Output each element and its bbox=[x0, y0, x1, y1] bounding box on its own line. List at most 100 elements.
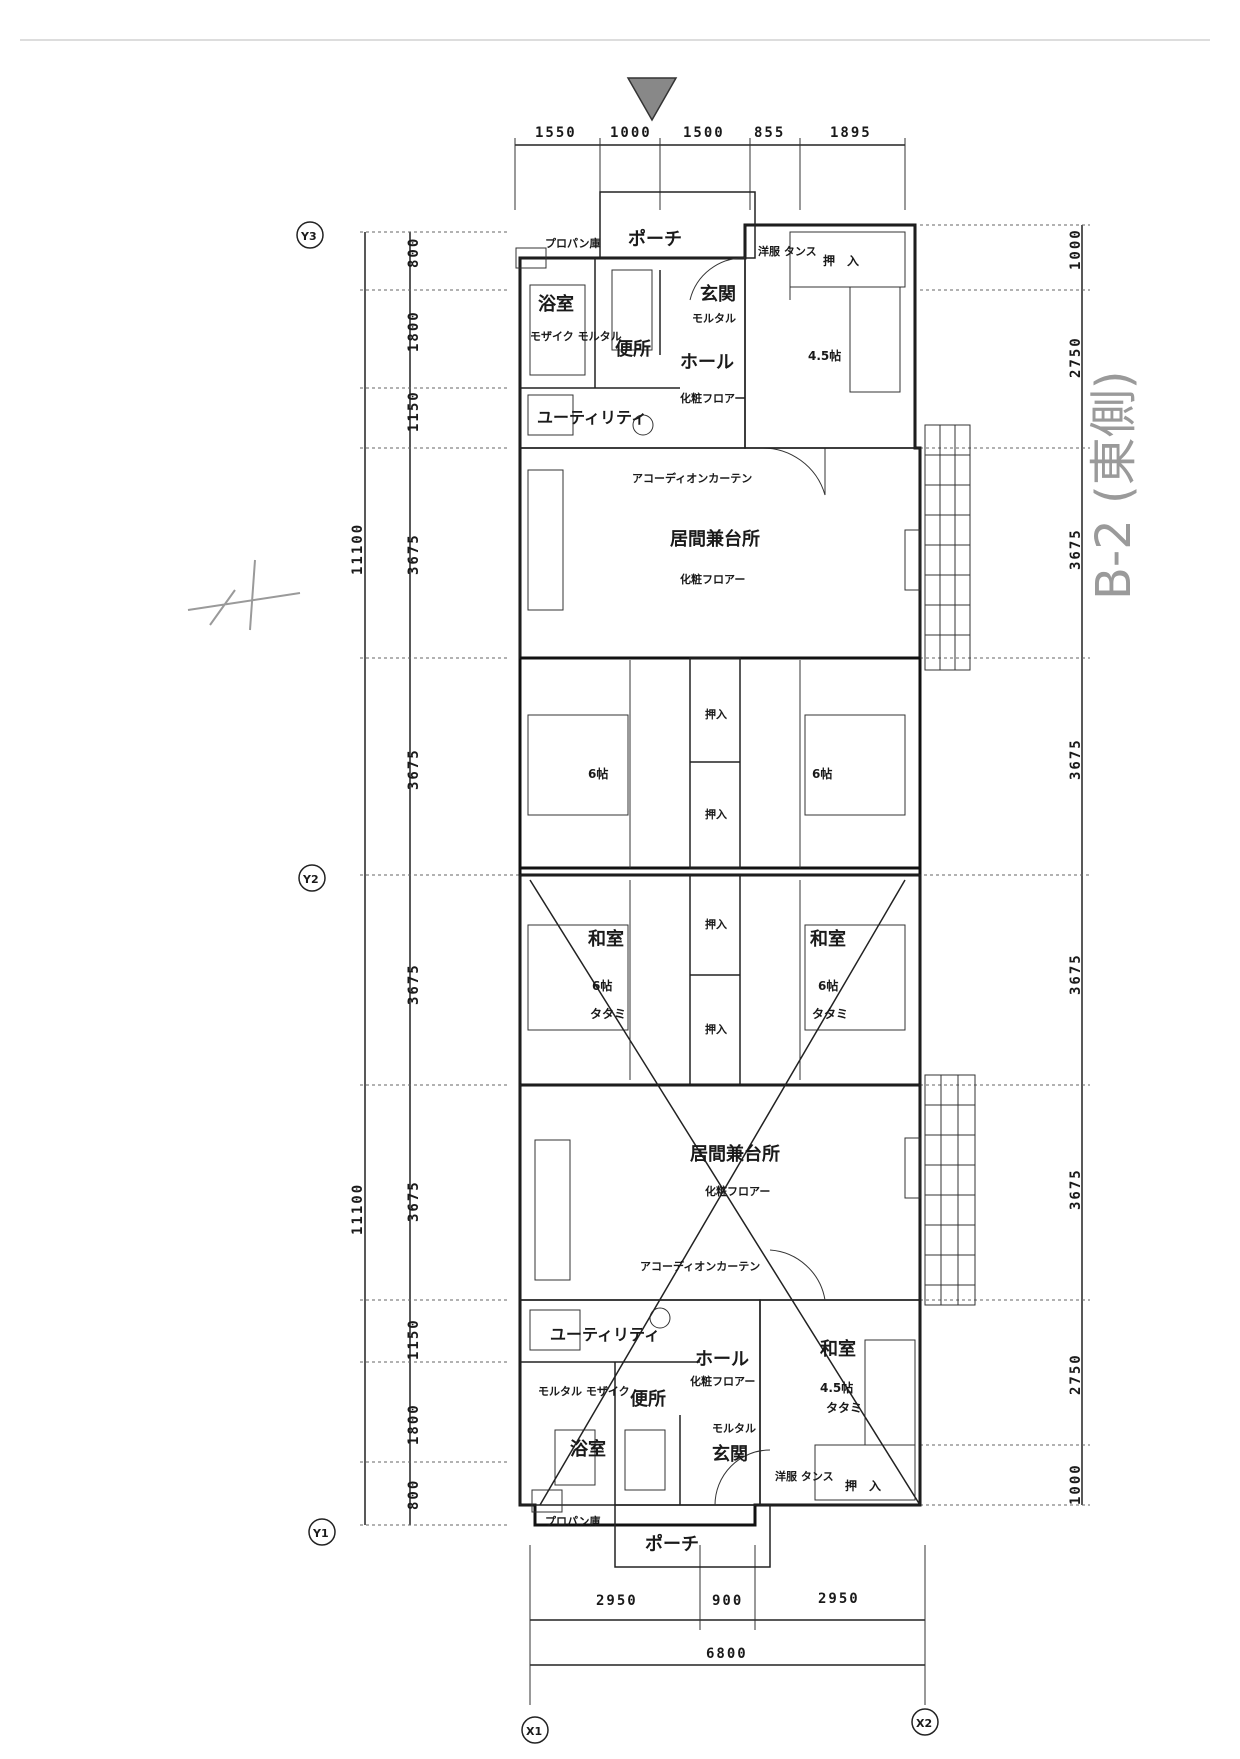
closet-label: 押 入 bbox=[845, 1478, 881, 1493]
toilet-label: 便所 bbox=[630, 1388, 666, 1410]
washitsu-right-floor: タタミ bbox=[812, 1007, 848, 1021]
axis-circle-icon bbox=[911, 1708, 939, 1736]
left-dimension: 1150 bbox=[406, 390, 422, 432]
handwriting: イ B-2 (東側) bbox=[0, 0, 1142, 631]
top-dimension: 1500 bbox=[683, 125, 725, 141]
washitsu45-size: 4.5帖 bbox=[820, 1380, 853, 1395]
left-dimension: 3675 bbox=[406, 748, 422, 790]
left-dimension: 1800 bbox=[406, 1403, 422, 1445]
closet-label: 押 入 bbox=[823, 253, 859, 268]
right-dimension: 1000 bbox=[1068, 228, 1084, 270]
right-dimension: 3675 bbox=[1068, 738, 1084, 780]
washitsu-left-label: 和室 bbox=[588, 928, 624, 950]
utility-label: ユーティリティ bbox=[537, 408, 647, 427]
living-label: 居間兼台所 bbox=[690, 1143, 780, 1165]
entrance-label: 玄関 bbox=[712, 1443, 748, 1465]
left-dimension: 3675 bbox=[406, 1180, 422, 1222]
dimension-grid bbox=[360, 138, 1090, 1705]
axis-circle-icon bbox=[296, 221, 324, 249]
bath-floor-label: モザイク モルタル bbox=[530, 330, 622, 343]
sheet-title: B-2 (東側) bbox=[1086, 370, 1142, 600]
hall-floor-label: 化粧フロアー bbox=[690, 1374, 755, 1388]
washitsu45-floor: タタミ bbox=[826, 1401, 862, 1415]
entrance-floor-label: モルタル bbox=[692, 312, 736, 325]
left-dimension: 3675 bbox=[406, 533, 422, 575]
porch-label: ポーチ bbox=[645, 1533, 699, 1555]
building-outline bbox=[515, 191, 976, 1568]
bottom-dimension-labels: 2950 900 2950 6800 bbox=[596, 1591, 860, 1662]
right-dimension: 3675 bbox=[1068, 953, 1084, 995]
closet-b-label: 押入 bbox=[705, 807, 727, 821]
right-dimension: 1000 bbox=[1068, 1463, 1084, 1505]
right-dimension: 3675 bbox=[1068, 528, 1084, 570]
axis-markers: Y3 Y2 Y1 X1 X2 bbox=[296, 221, 939, 1744]
closet-a-label: 押入 bbox=[705, 917, 727, 931]
washitsu45-label: 和室 bbox=[820, 1338, 856, 1360]
room45-label: 4.5帖 bbox=[808, 348, 841, 363]
wardrobe-label: 洋服 タンス bbox=[758, 244, 817, 258]
curtain-label: アコーディオンカーテン bbox=[640, 1259, 760, 1273]
bottom-total-dimension: 6800 bbox=[706, 1646, 748, 1662]
lower-unit-labels: 和室 6帖 タタミ 和室 6帖 タタミ 押入 押入 居間兼台所 化粧フロアー ア… bbox=[538, 917, 881, 1555]
top-dimension-labels: 1550 1000 1500 855 1895 bbox=[535, 125, 872, 141]
bottom-dimension: 2950 bbox=[596, 1593, 638, 1609]
right-dimension: 2750 bbox=[1068, 336, 1084, 378]
bath-label: 浴室 bbox=[570, 1438, 606, 1460]
closet-b-label: 押入 bbox=[705, 1022, 727, 1036]
washitsu-left-size: 6帖 bbox=[592, 978, 612, 993]
left-dimension: 800 bbox=[406, 1479, 422, 1510]
right-dimension: 2750 bbox=[1068, 1353, 1084, 1395]
left-total-dimension: 11100 bbox=[350, 523, 366, 575]
top-dimension: 1895 bbox=[830, 125, 872, 141]
porch-label: ポーチ bbox=[628, 228, 682, 250]
utility-label: ユーティリティ bbox=[550, 1325, 660, 1344]
top-dimension: 1550 bbox=[535, 125, 577, 141]
hall-label: ホール bbox=[680, 352, 734, 373]
axis-circle-icon bbox=[298, 864, 326, 892]
room6-right-label: 6帖 bbox=[812, 766, 832, 781]
entrance-floor-label: モルタル bbox=[712, 1422, 756, 1435]
right-dimension: 3675 bbox=[1068, 1168, 1084, 1210]
living-floor-label: 化粧フロアー bbox=[705, 1184, 770, 1198]
top-dimension: 855 bbox=[754, 125, 785, 141]
axis-label-y1: Y1 bbox=[312, 1527, 329, 1540]
bottom-dimension: 900 bbox=[712, 1593, 743, 1609]
curtain-label: アコーディオンカーテン bbox=[632, 471, 752, 485]
propane-label: プロパン庫 bbox=[545, 236, 601, 250]
toilet-label: 便所 bbox=[615, 338, 651, 360]
room6-left-label: 6帖 bbox=[588, 766, 608, 781]
axis-label-x2: X2 bbox=[916, 1717, 932, 1730]
entrance-label: 玄関 bbox=[700, 283, 736, 305]
upper-unit-labels: ポーチ プロパン庫 浴室 モザイク モルタル 便所 玄関 モルタル ホール 化粧… bbox=[530, 228, 859, 821]
living-floor-label: 化粧フロアー bbox=[680, 572, 745, 586]
top-dimension: 1000 bbox=[610, 125, 652, 141]
right-dimension-labels: 1000 2750 3675 3675 3675 3675 2750 1000 bbox=[1068, 228, 1084, 1505]
hall-floor-label: 化粧フロアー bbox=[680, 391, 745, 405]
handwritten-mark: イ bbox=[0, 0, 1, 1]
axis-label-y2: Y2 bbox=[302, 873, 319, 886]
axis-circle-icon bbox=[308, 1518, 336, 1546]
propane-label: プロパン庫 bbox=[545, 1514, 601, 1528]
washitsu-right-label: 和室 bbox=[810, 928, 846, 950]
left-dimension-labels: 800 1800 1150 3675 3675 3675 3675 1150 1… bbox=[350, 237, 422, 1510]
axis-label-y3: Y3 bbox=[300, 230, 317, 243]
axis-circle-icon bbox=[521, 1716, 549, 1744]
closet-a-label: 押入 bbox=[705, 707, 727, 721]
north-arrow-icon bbox=[626, 77, 678, 122]
left-dimension: 3675 bbox=[406, 963, 422, 1005]
washitsu-right-size: 6帖 bbox=[818, 978, 838, 993]
hall-label: ホール bbox=[695, 1349, 749, 1370]
living-label: 居間兼台所 bbox=[670, 528, 760, 550]
bottom-dimension: 2950 bbox=[818, 1591, 860, 1607]
left-dimension: 1150 bbox=[406, 1318, 422, 1360]
bath-label: 浴室 bbox=[538, 293, 574, 315]
left-dimension: 800 bbox=[406, 237, 422, 268]
wardrobe-label: 洋服 タンス bbox=[775, 1469, 834, 1483]
washitsu-left-floor: タタミ bbox=[590, 1007, 626, 1021]
left-total-dimension: 11100 bbox=[350, 1183, 366, 1235]
left-dimension: 1800 bbox=[406, 310, 422, 352]
axis-label-x1: X1 bbox=[526, 1725, 542, 1738]
bath-floor-label: モルタル モザイク bbox=[538, 1385, 630, 1398]
